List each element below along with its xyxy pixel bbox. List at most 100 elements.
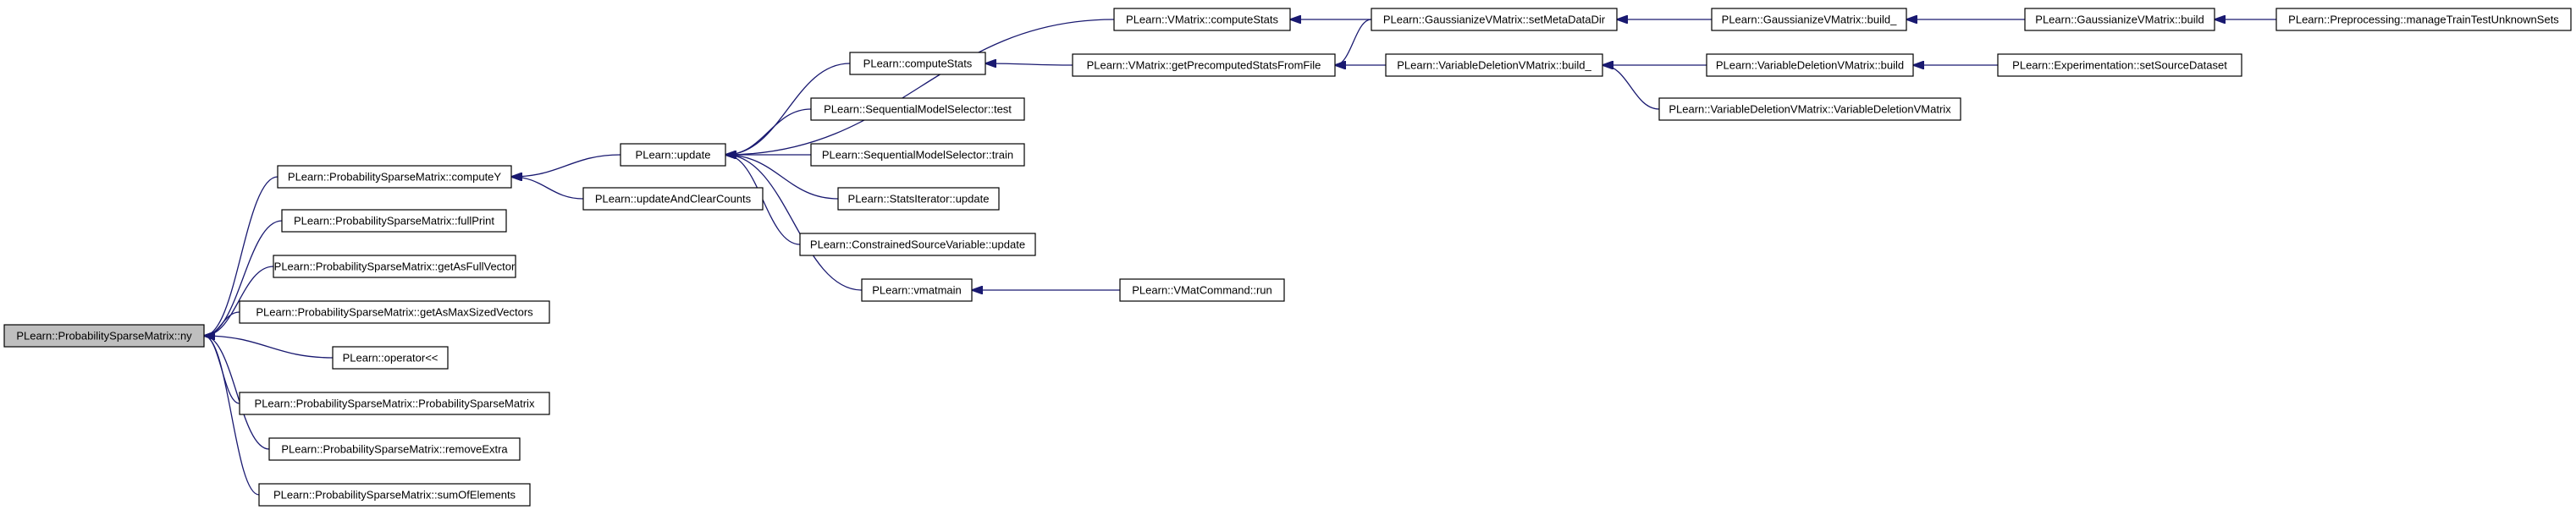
node-box bbox=[810, 97, 1025, 121]
node-label: PLearn::VariableDeletionVMatrix::Variabl… bbox=[1669, 103, 1951, 116]
graph-node-setMetaDataDir[interactable]: PLearn::GaussianizeVMatrix::setMetaDataD… bbox=[1371, 8, 1618, 31]
node-label: PLearn::StatsIterator::update bbox=[848, 193, 990, 206]
node-label: PLearn::Experimentation::setSourceDatase… bbox=[2012, 59, 2227, 72]
edge-updateAndClearCounts-to-computeY bbox=[511, 177, 584, 200]
edge-smsTest-to-update bbox=[725, 108, 812, 155]
edge-operatorLL-to-ny bbox=[204, 336, 334, 359]
node-box bbox=[799, 233, 1036, 256]
graph-node-vdvCtor[interactable]: PLearn::VariableDeletionVMatrix::Variabl… bbox=[1658, 97, 1961, 121]
node-box bbox=[239, 392, 550, 415]
node-label: PLearn::update bbox=[636, 149, 711, 162]
graph-node-operatorLL[interactable]: PLearn::operator<< bbox=[332, 346, 449, 370]
graph-node-getAsMaxSizedVectors[interactable]: PLearn::ProbabilitySparseMatrix::getAsMa… bbox=[239, 300, 550, 324]
graph-node-update[interactable]: PLearn::update bbox=[620, 143, 726, 167]
graph-node-computeY[interactable]: PLearn::ProbabilitySparseMatrix::compute… bbox=[277, 165, 512, 189]
node-label: PLearn::vmatmain bbox=[872, 284, 962, 297]
node-box bbox=[837, 187, 1000, 211]
graph-node-vmatCommandRun[interactable]: PLearn::VMatCommand::run bbox=[1119, 278, 1285, 302]
node-box bbox=[620, 143, 726, 167]
graph-node-gvBuild_[interactable]: PLearn::GaussianizeVMatrix::build_ bbox=[1711, 8, 1907, 31]
node-box bbox=[1997, 53, 2242, 77]
node-box bbox=[849, 52, 986, 75]
graph-node-vdvBuild_[interactable]: PLearn::VariableDeletionVMatrix::build_ bbox=[1385, 53, 1603, 77]
edges-layer bbox=[204, 19, 2276, 496]
edge-update-to-computeY bbox=[511, 154, 621, 177]
node-label: PLearn::ProbabilitySparseMatrix::Probabi… bbox=[255, 398, 535, 410]
node-label: PLearn::operator<< bbox=[343, 352, 439, 365]
graph-node-vmatComputeStats[interactable]: PLearn::VMatrix::computeStats bbox=[1113, 8, 1291, 31]
node-box bbox=[1385, 53, 1603, 77]
graph-node-getPrecomputed[interactable]: PLearn::VMatrix::getPrecomputedStatsFrom… bbox=[1072, 53, 1336, 77]
node-box bbox=[2024, 8, 2215, 31]
node-box bbox=[582, 187, 764, 211]
graph-node-getAsFullVector[interactable]: PLearn::ProbabilitySparseMatrix::getAsFu… bbox=[273, 255, 516, 278]
edge-setMetaDataDir-to-getPrecomputed bbox=[1335, 19, 1372, 65]
node-label: PLearn::SequentialModelSelector::test bbox=[824, 103, 1012, 116]
node-label: PLearn::VMatCommand::run bbox=[1132, 284, 1271, 297]
node-label: PLearn::Preprocessing::manageTrainTestUn… bbox=[2288, 14, 2559, 26]
node-label: PLearn::computeStats bbox=[863, 58, 973, 70]
node-label: PLearn::ConstrainedSourceVariable::updat… bbox=[810, 239, 1025, 251]
node-label: PLearn::GaussianizeVMatrix::build_ bbox=[1722, 14, 1897, 26]
node-label: PLearn::updateAndClearCounts bbox=[595, 193, 752, 206]
node-label: PLearn::GaussianizeVMatrix::setMetaDataD… bbox=[1383, 14, 1606, 26]
node-box bbox=[3, 324, 205, 348]
node-label: PLearn::SequentialModelSelector::train bbox=[822, 149, 1013, 162]
node-label: PLearn::VariableDeletionVMatrix::build bbox=[1716, 59, 1904, 72]
graph-node-smsTest[interactable]: PLearn::SequentialModelSelector::test bbox=[810, 97, 1025, 121]
node-label: PLearn::ProbabilitySparseMatrix::removeE… bbox=[281, 443, 508, 456]
node-box bbox=[2275, 8, 2572, 31]
graph-node-vdvBuild[interactable]: PLearn::VariableDeletionVMatrix::build bbox=[1706, 53, 1914, 77]
graph-node-ny[interactable]: PLearn::ProbabilitySparseMatrix::ny bbox=[3, 324, 205, 348]
edge-vmatComputeStats-to-update bbox=[725, 19, 1115, 155]
graph-node-setSourceDataset[interactable]: PLearn::Experimentation::setSourceDatase… bbox=[1997, 53, 2242, 77]
node-box bbox=[810, 143, 1025, 167]
edge-getPrecomputed-to-computeStats bbox=[985, 63, 1073, 65]
node-label: PLearn::GaussianizeVMatrix::build bbox=[2035, 14, 2204, 26]
node-box bbox=[1371, 8, 1618, 31]
node-label: PLearn::ProbabilitySparseMatrix::getAsMa… bbox=[256, 306, 533, 319]
graph-node-csvUpdate[interactable]: PLearn::ConstrainedSourceVariable::updat… bbox=[799, 233, 1036, 256]
node-box bbox=[1706, 53, 1914, 77]
nodes-layer: PLearn::ProbabilitySparseMatrix::nyPLear… bbox=[3, 8, 2572, 507]
graph-node-fullPrint[interactable]: PLearn::ProbabilitySparseMatrix::fullPri… bbox=[281, 209, 507, 233]
node-box bbox=[281, 209, 507, 233]
graph-node-sumOfElements[interactable]: PLearn::ProbabilitySparseMatrix::sumOfEl… bbox=[258, 483, 531, 507]
edge-computeY-to-ny bbox=[204, 176, 279, 336]
node-box bbox=[1113, 8, 1291, 31]
node-box bbox=[1072, 53, 1336, 77]
graph-node-removeExtra[interactable]: PLearn::ProbabilitySparseMatrix::removeE… bbox=[268, 437, 521, 461]
node-box bbox=[268, 437, 521, 461]
graph-node-psmCtor[interactable]: PLearn::ProbabilitySparseMatrix::Probabi… bbox=[239, 392, 550, 415]
node-label: PLearn::ProbabilitySparseMatrix::fullPri… bbox=[294, 215, 494, 228]
node-box bbox=[277, 165, 512, 189]
edge-statsIterUpdate-to-update bbox=[725, 155, 839, 200]
node-box bbox=[273, 255, 516, 278]
graph-node-vmatmain[interactable]: PLearn::vmatmain bbox=[861, 278, 973, 302]
graph-node-computeStats[interactable]: PLearn::computeStats bbox=[849, 52, 986, 75]
edge-sumOfElements-to-ny bbox=[204, 336, 260, 496]
edge-vmatmain-to-update bbox=[725, 155, 863, 291]
node-label: PLearn::ProbabilitySparseMatrix::compute… bbox=[288, 171, 502, 184]
node-box bbox=[239, 300, 550, 324]
node-label: PLearn::VariableDeletionVMatrix::build_ bbox=[1397, 59, 1591, 72]
graph-node-smsTrain[interactable]: PLearn::SequentialModelSelector::train bbox=[810, 143, 1025, 167]
node-box bbox=[1658, 97, 1961, 121]
edge-getAsMaxSizedVectors-to-ny bbox=[204, 311, 240, 336]
node-box bbox=[332, 346, 449, 370]
node-box bbox=[1711, 8, 1907, 31]
node-label: PLearn::ProbabilitySparseMatrix::sumOfEl… bbox=[273, 489, 516, 502]
graph-node-manageTrainTest[interactable]: PLearn::Preprocessing::manageTrainTestUn… bbox=[2275, 8, 2572, 31]
graph-node-gvBuild[interactable]: PLearn::GaussianizeVMatrix::build bbox=[2024, 8, 2215, 31]
graph-node-statsIterUpdate[interactable]: PLearn::StatsIterator::update bbox=[837, 187, 1000, 211]
node-label: PLearn::VMatrix::computeStats bbox=[1126, 14, 1278, 26]
edge-removeExtra-to-ny bbox=[204, 336, 270, 450]
graph-node-updateAndClearCounts[interactable]: PLearn::updateAndClearCounts bbox=[582, 187, 764, 211]
node-box bbox=[861, 278, 973, 302]
node-box bbox=[1119, 278, 1285, 302]
node-label: PLearn::ProbabilitySparseMatrix::getAsFu… bbox=[274, 260, 516, 273]
edge-vdvCtor-to-vdvBuild_ bbox=[1602, 65, 1660, 110]
node-label: PLearn::VMatrix::getPrecomputedStatsFrom… bbox=[1087, 59, 1321, 72]
node-label: PLearn::ProbabilitySparseMatrix::ny bbox=[16, 330, 192, 343]
